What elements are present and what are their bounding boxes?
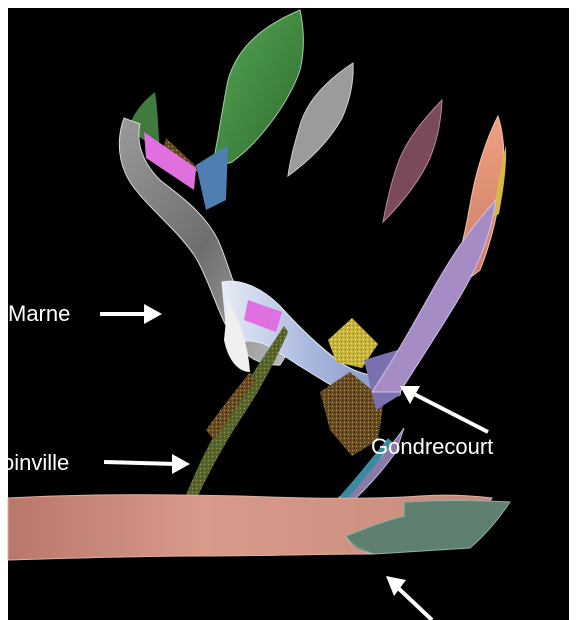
label-marne: Marne [8, 303, 70, 325]
label-gondrecourt: Gondrecourt [371, 436, 493, 458]
label-joinville: oinville [2, 452, 69, 474]
